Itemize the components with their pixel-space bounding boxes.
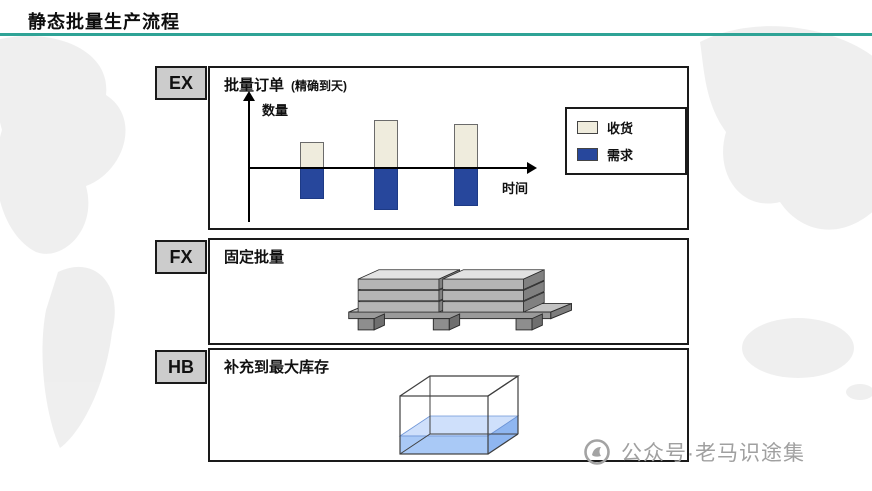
section-ex-title-row: 批量订单 (精确到天): [224, 74, 347, 95]
section-panel-fx: 固定批量: [208, 238, 689, 345]
section-code-hb: HB: [155, 350, 207, 384]
section-panel-ex: 批量订单 (精确到天) 数量 时间 收货 需求: [208, 66, 689, 230]
section-ex-subtitle: (精确到天): [291, 79, 348, 93]
watermark-logo-icon: [584, 439, 610, 465]
legend-item-receipt: 收货: [577, 118, 675, 137]
container-illustration: [394, 372, 524, 460]
chart-x-axis: [248, 162, 537, 174]
page-title: 静态批量生产流程: [28, 12, 180, 32]
watermark: 公众号·老马识途集: [583, 437, 805, 467]
section-code-hb-label: HB: [168, 356, 194, 377]
demand-swatch: [577, 148, 598, 161]
stock-tank-icon: [398, 375, 520, 455]
legend-receipt-label: 收货: [607, 121, 634, 136]
demand-bar: [374, 168, 398, 210]
lot-order-chart: 数量 时间: [228, 91, 563, 226]
accent-divider-line: [0, 33, 872, 36]
chart-y-axis: [243, 91, 255, 222]
section-fx-title: 固定批量: [224, 249, 285, 266]
x-axis-arrow-icon: [527, 162, 537, 174]
section-hb-title: 补充到最大库存: [224, 359, 330, 376]
section-code-ex-label: EX: [168, 72, 193, 93]
legend-item-demand: 需求: [577, 145, 675, 164]
pallet-stack-icon: [348, 269, 572, 331]
demand-bar: [300, 168, 324, 199]
pallet-illustration: [328, 250, 580, 344]
chart-y-label: 数量: [262, 103, 289, 118]
section-code-fx: FX: [155, 240, 207, 274]
chart-bars: [228, 94, 563, 226]
y-axis-arrow-icon: [243, 91, 255, 101]
demand-bar: [454, 168, 478, 206]
section-ex-title: 批量订单: [224, 77, 285, 94]
section-code-fx-label: FX: [169, 246, 193, 267]
receipt-bar: [374, 120, 398, 168]
chart-x-label: 时间: [502, 181, 529, 196]
watermark-text: 公众号·老马识途集: [621, 442, 805, 465]
receipt-swatch: [577, 121, 598, 134]
section-code-ex: EX: [155, 66, 207, 100]
section-fx-title-row: 固定批量: [224, 246, 284, 267]
chart-legend: 收货 需求: [565, 107, 687, 175]
receipt-bar: [300, 142, 324, 168]
legend-demand-label: 需求: [607, 148, 634, 163]
section-hb-title-row: 补充到最大库存: [224, 356, 329, 377]
receipt-bar: [454, 124, 478, 168]
section-panel-hb: 补充到最大库存: [208, 348, 689, 462]
